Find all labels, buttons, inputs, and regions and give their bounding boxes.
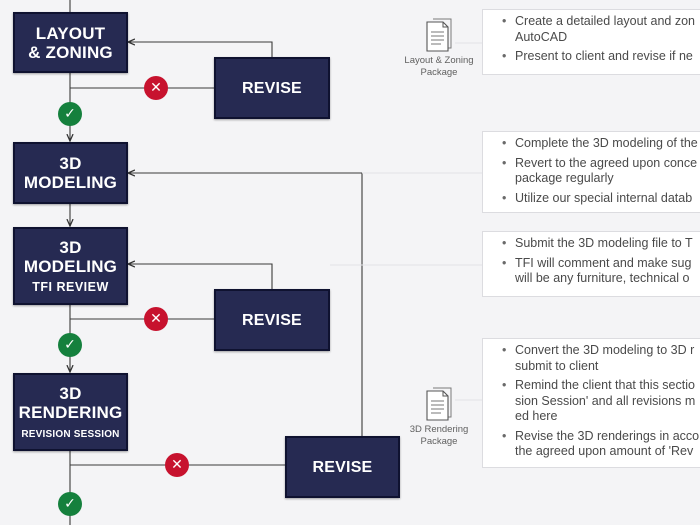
note-text: the agreed upon amount of 'Rev [515,444,694,458]
package-label-line2: Package [420,435,458,447]
notes-3d-modeling: Complete the 3D modeling of the Revert t… [482,131,700,213]
note-text: sion Session' and all revisions m [515,393,696,408]
notes-3d-modeling-review: Submit the 3D modeling file to T TFI wil… [482,231,700,297]
step-title-line2: RENDERING [18,402,123,422]
revise-label: REVISE [312,458,373,476]
step-3d-modeling-review: 3D MODELING TFI REVIEW [13,227,128,305]
note-bullet: Submit the 3D modeling file to T [502,236,700,252]
note-bullet: Present to client and revise if ne [502,49,700,65]
package-label-line2: Package [420,66,458,78]
note-text: submit to client [515,358,599,373]
note-text: Convert the 3D modeling to 3D r [515,343,695,357]
revise-label: REVISE [242,79,302,97]
package-label-line1: 3D Rendering [409,424,469,435]
note-text: ed here [515,409,558,423]
check-circle-icon: ✓ [58,492,82,516]
note-text: Complete the 3D modeling of the [515,136,698,150]
step-3d-rendering: 3D RENDERING REVISION SESSION [13,373,128,451]
note-text: Create a detailed layout and zon [515,14,695,28]
note-bullet: Complete the 3D modeling of the [502,136,700,152]
layout-zoning-package: Layout & Zoning Package [399,18,479,78]
step-title-line2: & ZONING [28,42,113,62]
note-text: Revise the 3D renderings in acco [515,428,700,443]
step-subtitle: TFI REVIEW [32,279,109,294]
notes-layout-zoning: Create a detailed layout and zonAutoCAD … [482,9,700,75]
document-package-icon [426,387,452,421]
step-title-line2: MODELING [23,173,118,192]
step-title-line1: LAYOUT [35,23,106,43]
step-layout-zoning: LAYOUT & ZONING [13,12,128,73]
check-circle-icon: ✓ [58,102,82,126]
note-text: will be any furniture, technical o [515,271,690,285]
package-label-line1: Layout & Zoning [404,55,474,66]
document-package-icon [426,18,452,52]
note-text: Remind the client that this sectio [515,378,695,392]
note-text: Present to client and revise if ne [515,49,693,63]
3d-rendering-package: 3D Rendering Package [399,387,479,447]
step-subtitle: REVISION SESSION [21,428,120,440]
note-bullet: Utilize our special internal datab [502,190,700,207]
note-text: Submit the 3D modeling file to T [515,236,693,250]
revise-box-layout: REVISE [214,57,330,119]
x-circle-icon: ✕ [144,307,168,331]
note-text: package regularly [515,171,614,185]
note-text: Revert to the agreed upon conce [515,155,698,170]
step-title-line1: 3D [59,383,82,403]
step-title-line2: MODELING [23,256,118,276]
step-title-line1: 3D [59,154,82,173]
note-text: TFI will comment and make sug [515,255,692,270]
step-3d-modeling: 3D MODELING [13,142,128,204]
x-circle-icon: ✕ [165,453,189,477]
revise-box-rendering: REVISE [285,436,400,498]
revise-label: REVISE [242,311,302,329]
step-title-line1: 3D [59,237,82,257]
revise-box-modeling: REVISE [214,289,330,351]
x-circle-icon: ✕ [144,76,168,100]
note-text: AutoCAD [515,29,568,44]
check-circle-icon: ✓ [58,333,82,357]
note-text: Utilize our special internal datab [515,190,693,205]
